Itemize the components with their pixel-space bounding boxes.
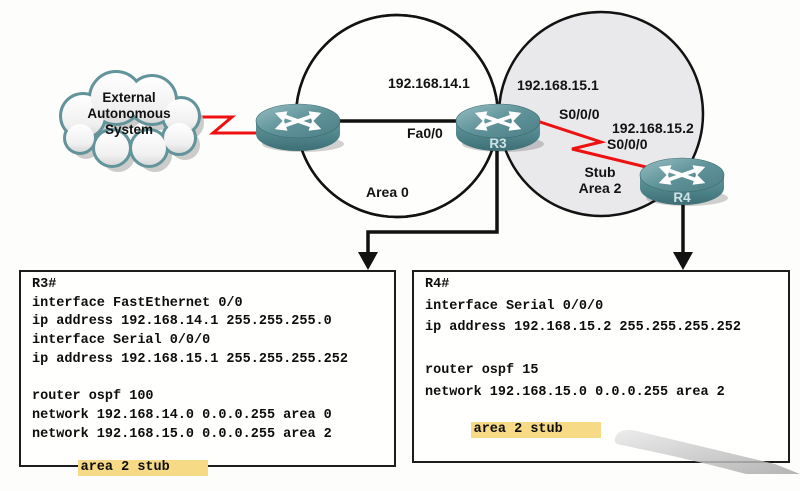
r4-callout-arrowhead	[673, 252, 693, 270]
stub-area2-label: Stub Area 2	[578, 164, 622, 196]
r3-config-box: R3# interface FastEthernet 0/0 ip addres…	[19, 270, 396, 477]
area2-stub-highlight: area 2 stub	[77, 460, 208, 477]
external-as-cloud: External Autonomous System	[45, 66, 213, 174]
r3-callout-line	[366, 150, 499, 253]
edge-router-icon	[252, 91, 344, 160]
config-line: ip address 192.168.15.2 255.255.255.252	[425, 320, 741, 336]
router-r3-label: R3	[489, 136, 507, 151]
config-line: router ospf 15	[425, 363, 539, 379]
config-line: interface FastEthernet 0/0	[32, 295, 243, 311]
ip-label-192-168-14-1: 192.168.14.1	[388, 75, 470, 91]
area0-label: Area 0	[366, 184, 409, 200]
router-r4-icon: R4	[636, 145, 728, 214]
fa0-0-interface-label: Fa0/0	[407, 125, 443, 141]
config-line-highlighted: area 2 stub	[32, 445, 394, 477]
config-line: ip address 192.168.14.1 255.255.255.0	[32, 314, 332, 330]
ip-label-192-168-15-2: 192.168.15.2	[612, 120, 694, 136]
router-r3-icon: R3	[452, 91, 544, 160]
config-line: R3#	[32, 277, 57, 292]
network-diagram: External Autonomous System R3	[19, 10, 800, 477]
config-line: network 192.168.15.0 0.0.0.255 area 2	[425, 384, 725, 400]
router-r4-label: R4	[673, 190, 691, 205]
config-line: router ospf 100	[32, 389, 154, 405]
config-line: network 192.168.14.0 0.0.0.255 area 0	[32, 407, 332, 423]
ip-label-192-168-15-1: 192.168.15.1	[517, 77, 599, 93]
r4-config-box: R4# interface Serial 0/0/0 ip address 19…	[412, 270, 790, 463]
s0-0-0-r4-label: S0/0/0	[607, 136, 648, 152]
config-line: network 192.168.15.0 0.0.0.255 area 2	[32, 426, 332, 442]
config-line	[425, 342, 788, 364]
config-line: ip address 192.168.15.1 255.255.255.252	[32, 351, 348, 367]
config-line: interface Serial 0/0/0	[32, 333, 211, 349]
config-line-highlighted: area 2 stub	[425, 407, 788, 438]
config-line	[32, 370, 394, 389]
s0-0-0-r3-label: S0/0/0	[559, 106, 600, 122]
r3-callout-arrowhead	[358, 252, 378, 270]
config-line: R4#	[425, 277, 450, 292]
config-line: interface Serial 0/0/0	[425, 298, 604, 314]
external-as-label: External Autonomous System	[87, 90, 171, 137]
area2-stub-highlight: area 2 stub	[470, 421, 601, 438]
